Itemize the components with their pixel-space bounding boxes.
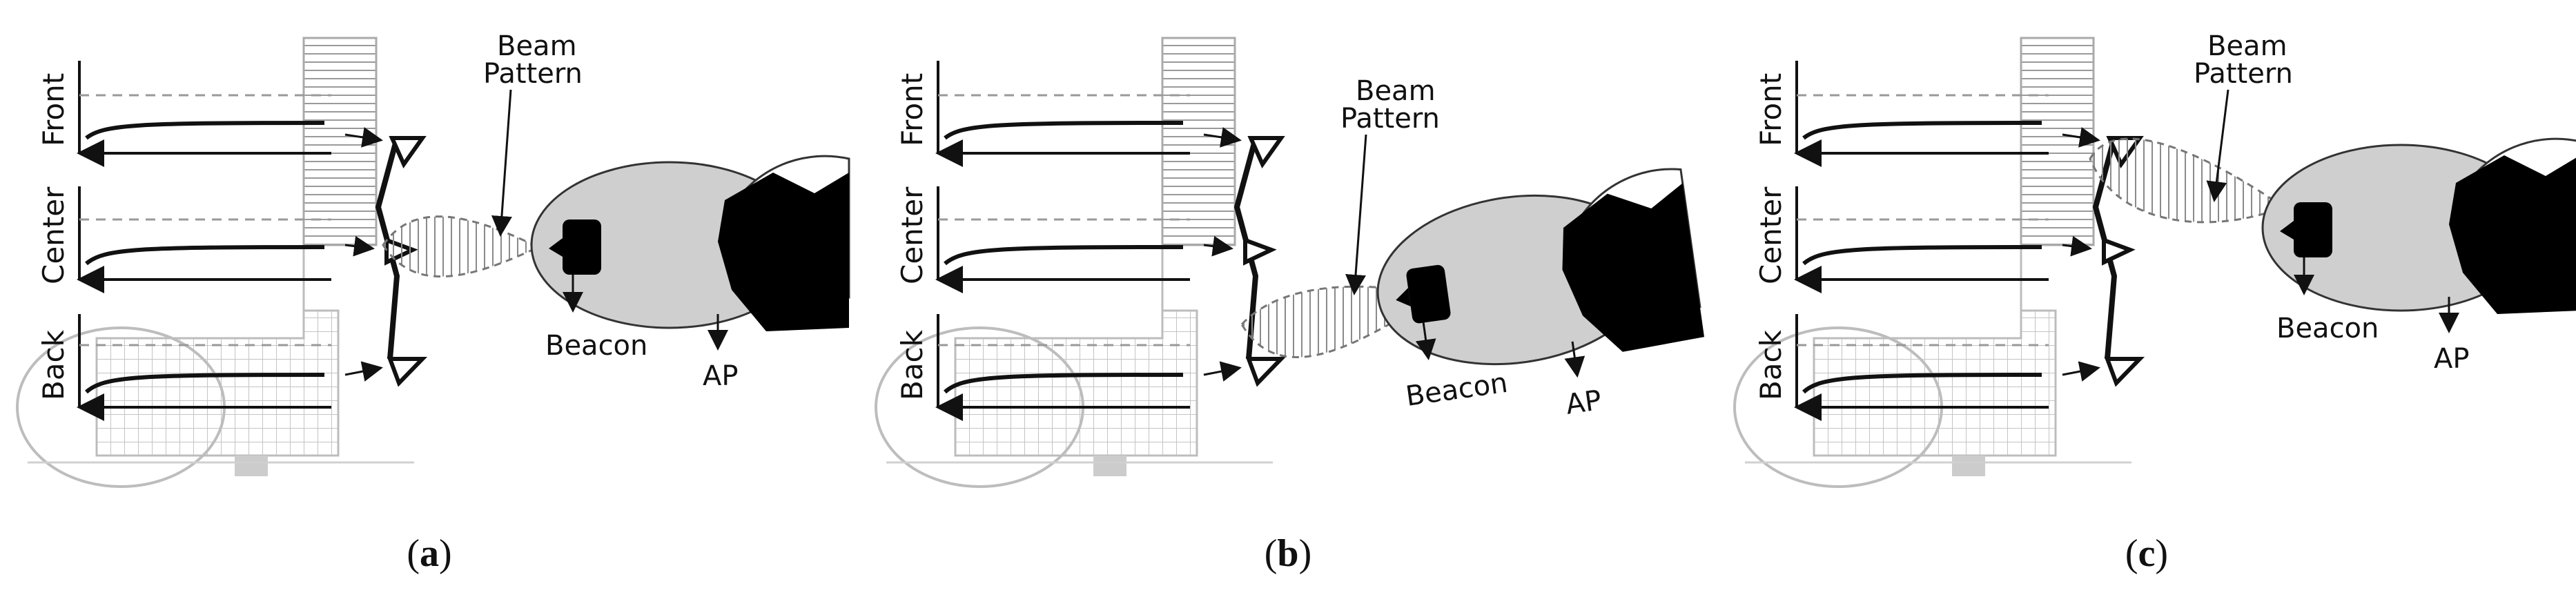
row-label-front: Front — [37, 73, 70, 146]
beam-pattern-label-line1: Beam — [2207, 30, 2287, 62]
beacon-emitter — [1396, 288, 1411, 306]
ap-label: AP — [703, 360, 738, 392]
beacon-emitter — [2280, 221, 2294, 240]
panel-b: Front Center Back Beacon — [859, 0, 1717, 606]
seat-post — [1952, 456, 1985, 476]
plot-front — [1794, 61, 2049, 167]
antenna-front — [389, 136, 427, 169]
row-label-center: Center — [37, 186, 70, 284]
vehicle-wall — [1161, 37, 1236, 246]
plot-back — [1794, 314, 2049, 421]
plot-back — [77, 314, 331, 421]
antenna-center — [1243, 237, 1277, 266]
ap-label: AP — [1564, 384, 1603, 421]
beacon-ap-group: Beacon AP — [530, 155, 850, 392]
vehicle-wall — [302, 37, 378, 246]
beacon-ap-group: Beacon AP — [1376, 168, 1705, 421]
row-label-front: Front — [895, 73, 929, 146]
plot-center — [77, 186, 331, 293]
beacon — [2294, 202, 2332, 257]
panel-letter: a — [420, 532, 439, 575]
seat-post — [235, 456, 268, 476]
ap-device — [1562, 183, 1705, 352]
plot-back — [935, 314, 1190, 421]
panel-a: Front Center Back Beacon — [0, 0, 859, 606]
panel-diagram: Front Center Back Beacon — [1733, 30, 2576, 488]
beam-pattern-lobe — [382, 215, 541, 278]
panel-caption: (c) — [2125, 532, 2169, 575]
ap-label: AP — [2434, 343, 2469, 375]
beam-pattern-label-line1: Beam — [1356, 75, 1436, 107]
beacon-label: Beacon — [2276, 313, 2379, 344]
row-label-back: Back — [895, 329, 929, 400]
row-label-center: Center — [1754, 186, 1788, 284]
panel-diagram: Front Center Back Beacon — [16, 30, 850, 488]
plot-front — [77, 61, 331, 167]
beam-pattern-label-line2: Pattern — [2194, 58, 2293, 90]
panel-diagram: Front Center Back Beacon — [875, 37, 1705, 488]
beam-pattern-label-line2: Pattern — [1340, 103, 1440, 135]
row-label-back: Back — [37, 329, 70, 400]
seat-post — [1093, 456, 1126, 476]
beacon-label: Beacon — [1404, 367, 1510, 413]
beacon-emitter — [549, 238, 563, 257]
panel-c: Front Center Back Beacon — [1717, 0, 2576, 606]
panel-caption: (b) — [1264, 532, 1312, 575]
panel-letter: b — [1277, 532, 1299, 575]
row-label-center: Center — [895, 186, 929, 284]
antenna-back — [387, 357, 428, 387]
antenna-center — [2102, 237, 2136, 266]
beacon — [1406, 264, 1451, 324]
vehicle-wall — [2020, 37, 2095, 246]
beacon-label: Beacon — [545, 330, 647, 362]
panel-caption: (a) — [407, 532, 452, 575]
plot-center — [935, 186, 1190, 293]
ap-device — [718, 173, 849, 331]
plot-center — [1794, 186, 2049, 293]
beam-pattern-label-line1: Beam — [497, 30, 577, 62]
antenna-back — [1245, 357, 1287, 387]
beam-pattern-label-line2: Pattern — [483, 58, 583, 90]
row-label-front: Front — [1754, 73, 1788, 146]
antenna-back — [2104, 357, 2145, 387]
beacon — [563, 219, 601, 275]
beacon-ap-group: Beacon AP — [2261, 137, 2576, 375]
antenna-front — [1247, 136, 1285, 169]
beam-pattern-lobe — [2089, 137, 2286, 224]
panel-letter: c — [2138, 532, 2156, 575]
ap-device — [2449, 155, 2576, 314]
plot-front — [935, 61, 1190, 167]
row-label-back: Back — [1754, 329, 1788, 400]
